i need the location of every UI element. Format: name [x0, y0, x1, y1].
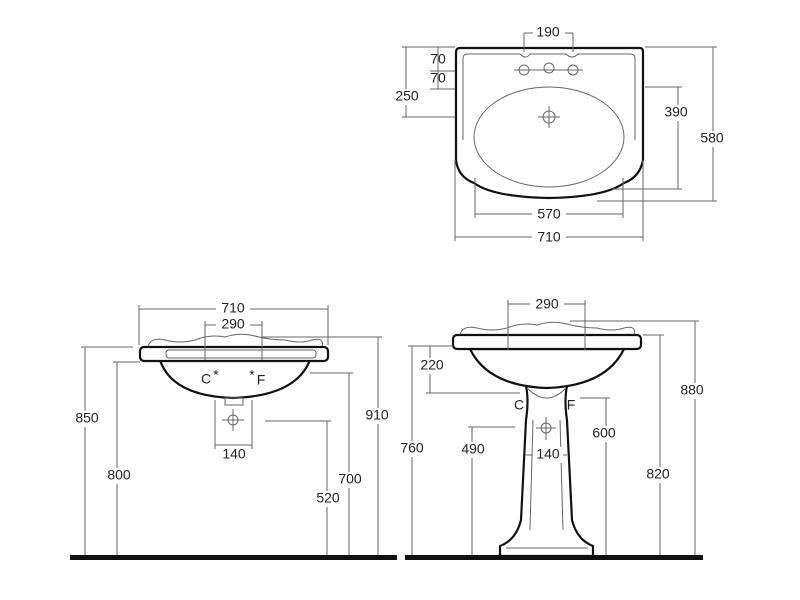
- basin-inner-rail: [462, 53, 636, 140]
- dim-tap-offset-2: 70: [430, 70, 446, 86]
- basin-rim: [138, 345, 330, 363]
- dim-total-width: 710: [221, 300, 245, 316]
- dim-waste-height: 490: [461, 441, 485, 457]
- cold-supply-icon: *: [249, 367, 255, 383]
- basin-bowl: [473, 86, 625, 188]
- hot-supply-label: C: [514, 397, 524, 413]
- hot-supply-icon: *: [213, 367, 219, 383]
- waste-icon: [536, 417, 556, 440]
- basin-bowl-side: [158, 358, 312, 400]
- cold-supply-label: F: [567, 397, 576, 413]
- floor-line: [405, 555, 703, 560]
- dim-drop: 220: [420, 357, 444, 373]
- dim-tap-spacing: 190: [536, 24, 560, 40]
- waste-pipe: [224, 397, 244, 406]
- basin-bowl-side: [468, 347, 626, 390]
- dim-total-depth: 580: [700, 130, 724, 146]
- dim-tap-offset-1: 70: [430, 51, 446, 67]
- dim-tap-spacing: 290: [221, 316, 245, 332]
- top-view: 190 70 70 250 390 580 570 710: [392, 24, 729, 246]
- dim-drain-depth: 250: [395, 88, 419, 104]
- dim-tap-spacing: 290: [535, 296, 559, 312]
- dim-rim-height: 820: [646, 466, 670, 482]
- dim-top-height: 910: [365, 407, 389, 423]
- basin-rim: [451, 333, 643, 351]
- dim-waste-width: 140: [222, 446, 246, 462]
- dim-supply-height: 600: [592, 425, 616, 441]
- floor-line: [70, 555, 397, 560]
- dim-underside-height: 800: [107, 467, 131, 483]
- dim-waste-width: 140: [536, 446, 560, 462]
- front-view-pedestal: C F 290 880 820 760 220 490 600 140: [396, 296, 708, 560]
- dim-top-height: 880: [680, 382, 704, 398]
- cold-supply-label: F: [257, 372, 266, 388]
- dim-total-width: 710: [537, 229, 561, 245]
- dim-tap-height: 700: [338, 471, 362, 487]
- dim-outer-height: 760: [400, 440, 424, 456]
- dim-rim-height: 850: [75, 410, 99, 426]
- basin-scallop-top: [459, 321, 635, 336]
- tap-holes: [514, 62, 583, 76]
- front-view-wall: C * * F 710 290 850 800 910 700 520 140: [70, 300, 397, 560]
- dim-bowl-width: 570: [537, 206, 561, 222]
- basin-scallop-top: [147, 333, 323, 348]
- hot-supply-label: C: [201, 371, 211, 387]
- drain-icon: [538, 106, 560, 128]
- dim-bowl-depth: 390: [664, 104, 688, 120]
- waste-icon: [222, 409, 244, 431]
- dim-waste-height: 520: [316, 490, 340, 506]
